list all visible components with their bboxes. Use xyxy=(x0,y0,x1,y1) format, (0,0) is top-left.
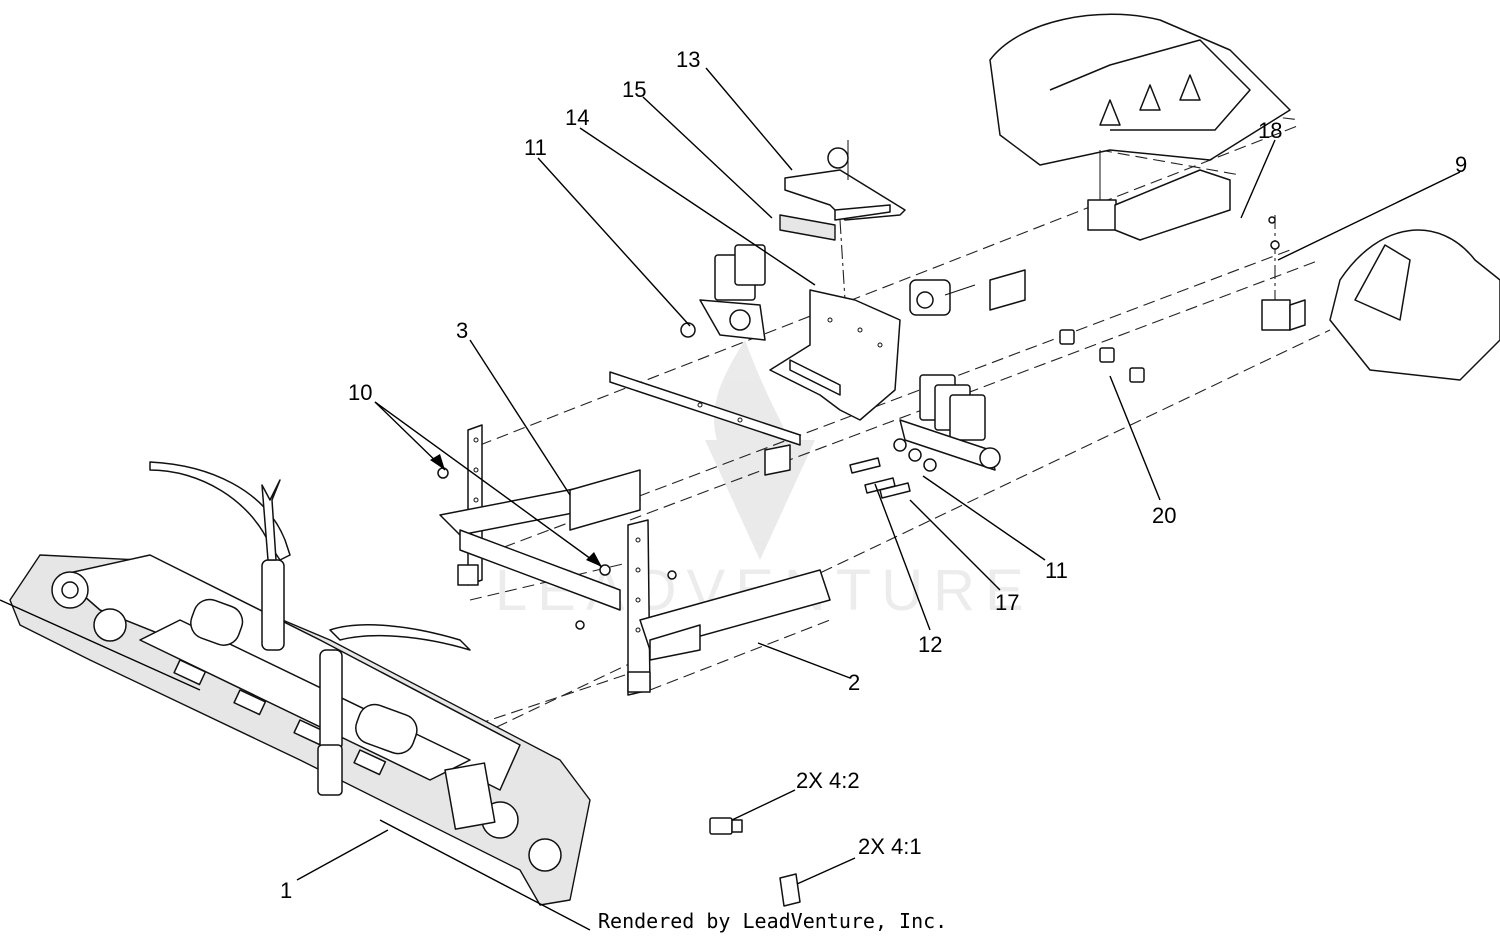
fender-assembly-upper[interactable] xyxy=(989,13,1291,231)
callout-14: 14 xyxy=(565,105,589,130)
arrowhead-icon xyxy=(430,454,602,567)
connector-detail-4-1[interactable] xyxy=(779,873,801,907)
upper-bracket-assembly[interactable] xyxy=(439,424,641,611)
callout-12: 12 xyxy=(918,632,942,657)
valve-cover[interactable] xyxy=(784,140,906,221)
callout-10: 10 xyxy=(348,380,372,405)
solenoid-valve-upper[interactable] xyxy=(680,244,766,341)
callout-leader-lines xyxy=(296,67,1461,885)
callout-20: 20 xyxy=(1152,503,1176,528)
solenoid-valve-bank[interactable] xyxy=(893,374,1001,472)
callout-13: 13 xyxy=(676,47,700,72)
valve-mounting-plate[interactable] xyxy=(769,289,901,421)
callout-9: 9 xyxy=(1455,152,1467,177)
connector-detail-4-2[interactable] xyxy=(709,817,743,835)
callout-1: 1 xyxy=(280,878,292,903)
callout-3: 3 xyxy=(456,318,468,343)
callout-18: 18 xyxy=(1258,118,1282,143)
linkage-rod[interactable] xyxy=(609,371,801,476)
callout-17: 17 xyxy=(995,590,1019,615)
rendered-by-footer: Rendered by LeadVenture, Inc. xyxy=(598,909,947,933)
callout-15: 15 xyxy=(622,77,646,102)
electrical-connector-set[interactable] xyxy=(1059,329,1145,383)
callout-11-upper: 11 xyxy=(524,135,547,160)
cross-tube[interactable] xyxy=(989,169,1231,311)
bolt-fastener[interactable] xyxy=(437,467,677,630)
pressure-valve[interactable] xyxy=(909,279,976,316)
callout-2: 2 xyxy=(848,670,860,695)
hose-fittings[interactable] xyxy=(849,457,911,499)
lower-bracket-assembly[interactable] xyxy=(627,519,831,696)
front-frame-assembly[interactable] xyxy=(0,461,591,931)
callout-11-lower: 11 xyxy=(1045,558,1068,583)
callout-2x-4-2: 2X 4:2 xyxy=(796,768,860,793)
fender-assembly-lower[interactable] xyxy=(1261,216,1500,381)
foam-pad[interactable] xyxy=(779,214,836,241)
callout-2x-4-1: 2X 4:1 xyxy=(858,834,922,859)
